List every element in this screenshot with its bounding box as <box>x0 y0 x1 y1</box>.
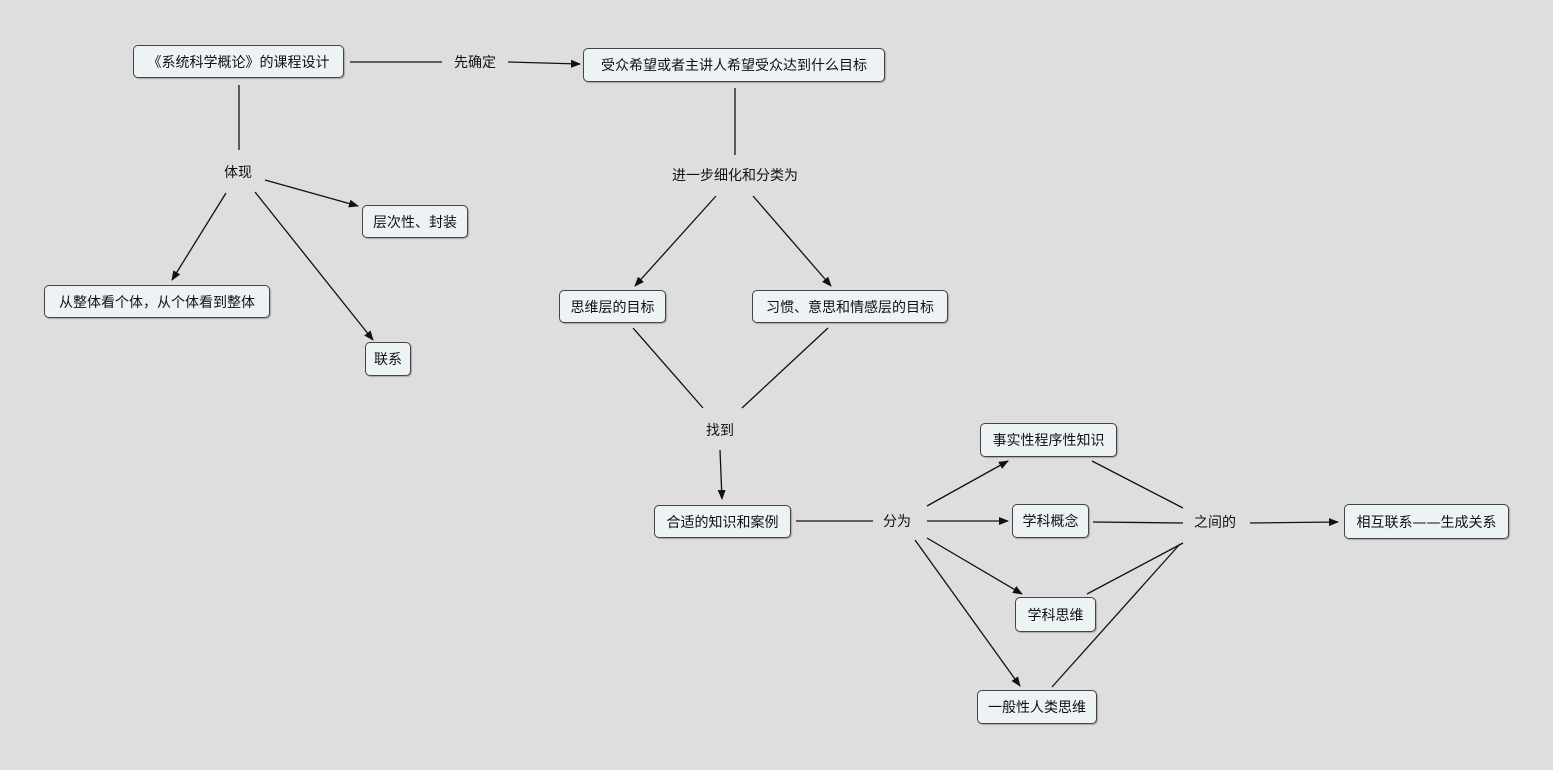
link-label-find: 找到 <box>706 423 734 439</box>
node-connection[interactable]: 联系 <box>365 342 411 376</box>
link-label-between: 之间的 <box>1194 515 1236 531</box>
node-knowledge[interactable]: 合适的知识和案例 <box>654 505 791 538</box>
node-goal[interactable]: 受众希望或者主讲人希望受众达到什么目标 <box>583 48 885 82</box>
link-label-embody: 体现 <box>224 165 252 181</box>
node-subject-thinking[interactable]: 学科思维 <box>1015 597 1096 632</box>
node-hierarchy[interactable]: 层次性、封装 <box>362 205 468 238</box>
node-habit-goal[interactable]: 习惯、意思和情感层的目标 <box>752 290 948 323</box>
node-course[interactable]: 《系统科学概论》的课程设计 <box>133 45 344 78</box>
node-general-thinking[interactable]: 一般性人类思维 <box>977 690 1097 724</box>
node-whole[interactable]: 从整体看个体，从个体看到整体 <box>44 285 270 318</box>
node-thinking-goal[interactable]: 思维层的目标 <box>559 290 666 323</box>
node-concept[interactable]: 学科概念 <box>1012 504 1089 538</box>
link-label-first: 先确定 <box>454 55 496 71</box>
node-factual[interactable]: 事实性程序性知识 <box>980 423 1117 457</box>
node-relation[interactable]: 相互联系——生成关系 <box>1344 504 1509 539</box>
link-label-divide: 分为 <box>883 514 911 530</box>
link-label-refine: 进一步细化和分类为 <box>672 168 798 184</box>
